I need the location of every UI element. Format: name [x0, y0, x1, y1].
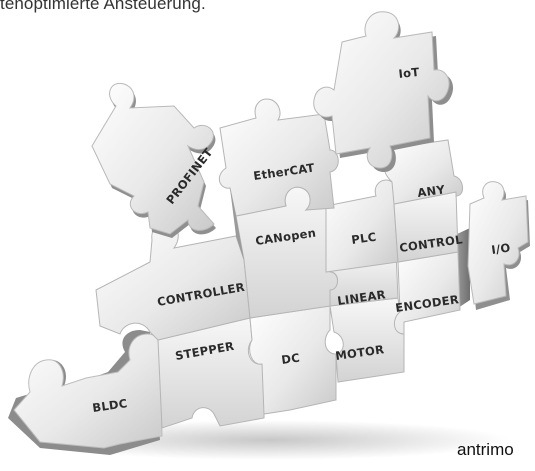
label-motor: MOTOR	[334, 342, 385, 363]
puzzle-piece-io	[467, 181, 530, 310]
puzzle-piece-controller	[95, 221, 251, 341]
label-plc: PLC	[350, 230, 377, 247]
puzzle-piece-plc	[325, 179, 399, 273]
puzzle-piece-stepper	[157, 317, 265, 429]
puzzle-piece-motor	[329, 297, 405, 383]
puzzle-piece-encoder	[394, 251, 461, 335]
label-dc: DC	[280, 351, 300, 367]
puzzle-piece-ethercat	[218, 98, 339, 260]
puzzle-piece-iot	[313, 11, 454, 172]
label-iot: IoT	[398, 65, 420, 81]
puzzle-piece-profinet	[91, 82, 216, 238]
caption-text: tenoptimierte Ansteuerung.	[0, 0, 206, 13]
puzzle-piece-dc	[249, 305, 337, 415]
puzzle-piece-bldc	[8, 330, 163, 455]
label-linear: LINEAR	[336, 287, 386, 308]
label-io: I/O	[490, 240, 511, 257]
label-any: ANY	[416, 182, 446, 200]
brand-text: antrimo	[457, 440, 514, 459]
label-bldc: BLDC	[91, 396, 128, 415]
